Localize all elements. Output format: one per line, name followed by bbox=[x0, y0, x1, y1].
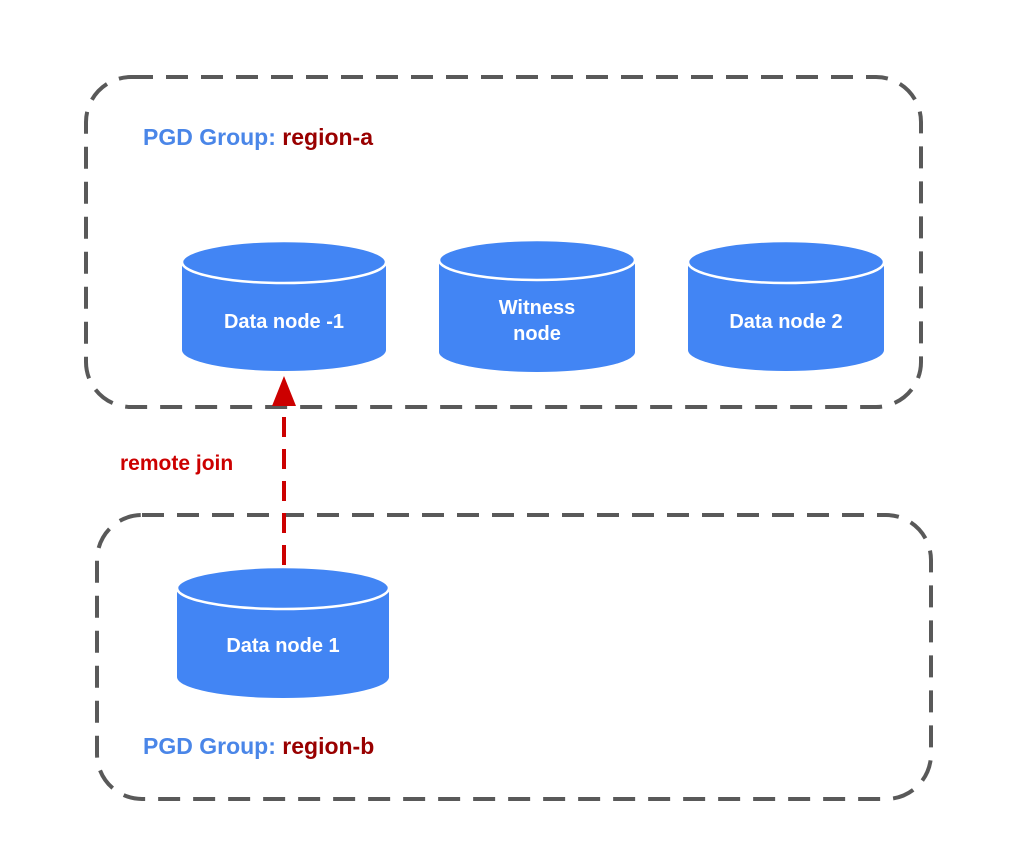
database-node-witness: Witness node bbox=[437, 238, 637, 372]
database-top-icon bbox=[686, 239, 886, 285]
node-label-line-2: node bbox=[513, 323, 561, 345]
group-region-b-border bbox=[95, 513, 933, 801]
database-icon bbox=[182, 262, 386, 371]
group-region-a-name: region-a bbox=[282, 124, 373, 150]
node-label: Data node 1 bbox=[226, 635, 339, 657]
group-region-a-prefix: PGD Group: bbox=[143, 124, 282, 150]
remote-join-connection: remote join bbox=[120, 376, 296, 565]
node-label: Data node -1 bbox=[224, 311, 344, 333]
database-top-icon bbox=[437, 238, 637, 282]
database-node-data-node-minus-1: Data node -1 bbox=[180, 239, 388, 371]
node-label-line-1: Witness bbox=[499, 297, 576, 319]
group-region-b-title: PGD Group: region-b bbox=[143, 733, 374, 759]
remote-join-label: remote join bbox=[120, 452, 233, 475]
database-top-icon bbox=[180, 239, 388, 285]
group-region-b-prefix: PGD Group: bbox=[143, 733, 282, 759]
group-region-b-name: region-b bbox=[282, 733, 374, 759]
database-icon bbox=[177, 588, 389, 698]
database-node-data-node-1: Data node 1 bbox=[175, 565, 391, 698]
database-node-data-node-2: Data node 2 bbox=[686, 239, 886, 371]
group-region-b: PGD Group: region-b bbox=[95, 513, 933, 801]
group-region-a: PGD Group: region-a bbox=[84, 75, 923, 409]
arrow-up-icon bbox=[272, 376, 296, 406]
group-region-a-title: PGD Group: region-a bbox=[143, 124, 373, 150]
database-icon bbox=[439, 260, 635, 372]
node-label: Data node 2 bbox=[729, 311, 842, 333]
database-top-icon bbox=[175, 565, 391, 611]
database-icon bbox=[688, 262, 884, 371]
